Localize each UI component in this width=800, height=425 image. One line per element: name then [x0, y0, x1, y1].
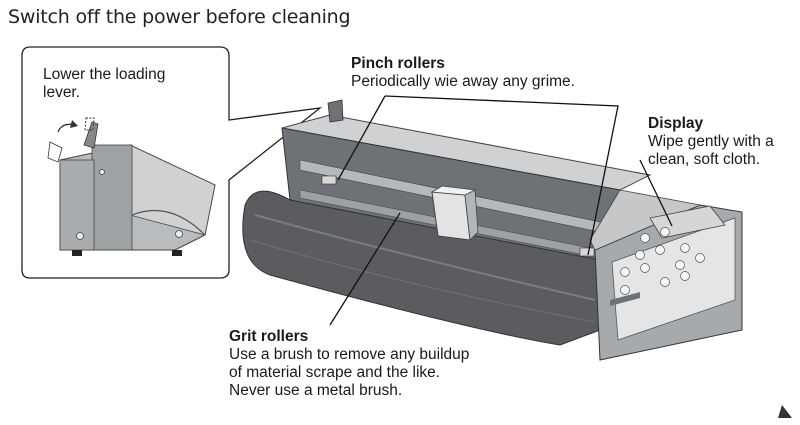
- callout-heading: Pinch rollers: [351, 55, 445, 72]
- cutter-main-body: [242, 99, 743, 361]
- page-title: Switch off the power before cleaning: [8, 6, 351, 28]
- inset-side-view: [47, 117, 216, 256]
- display-callout: Display Wipe gently with a clean, soft c…: [648, 115, 774, 169]
- inset-instruction: Lower the loading lever.: [43, 66, 165, 102]
- callout-heading: Grit rollers: [229, 328, 309, 345]
- grit-rollers-callout: Grit rollers Use a brush to remove any b…: [229, 328, 469, 400]
- callout-line: clean, soft cloth.: [648, 151, 761, 168]
- callout-line: Never use a metal brush.: [229, 382, 403, 399]
- pinch-rollers-leader: [337, 95, 619, 256]
- pinch-rollers-callout: Pinch rollers Periodically wie away any …: [351, 55, 575, 91]
- inset-instruction-line: lever.: [43, 84, 81, 101]
- callout-line: of material scrape and the like.: [229, 364, 441, 381]
- grit-rollers-leader: [329, 212, 401, 326]
- display-leader: [639, 159, 673, 227]
- next-page-arrow-icon: [778, 405, 792, 418]
- callout-line: Wipe gently with a: [648, 133, 774, 150]
- callout-line: Periodically wie away any grime.: [351, 73, 575, 90]
- callout-line: Use a brush to remove any buildup: [229, 346, 470, 363]
- inset-instruction-line: Lower the loading: [43, 66, 166, 83]
- callout-heading: Display: [648, 115, 704, 132]
